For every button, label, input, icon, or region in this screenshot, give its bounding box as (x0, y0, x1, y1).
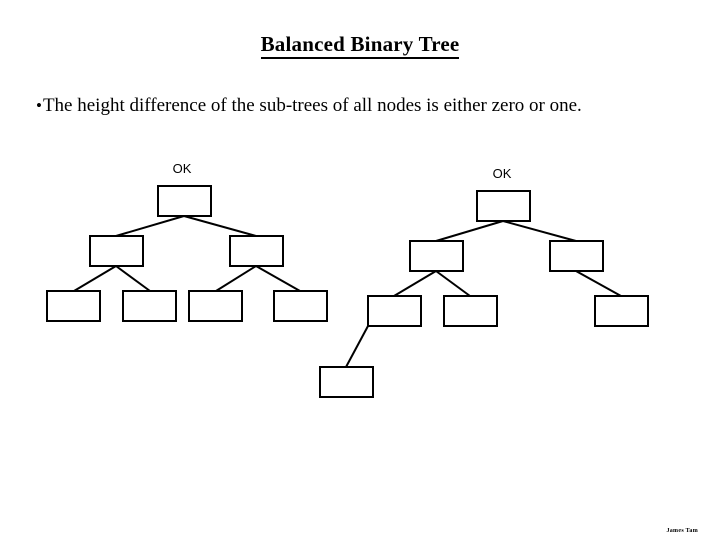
tree-node-box (367, 295, 422, 327)
tree-edge (575, 270, 622, 297)
tree-node-box (549, 240, 604, 272)
tree-edge (345, 325, 369, 368)
tree-node-box (319, 366, 374, 398)
tree-node-box (273, 290, 328, 322)
bullet-marker-icon: • (36, 96, 42, 115)
tree-node-box (443, 295, 498, 327)
tree-edge (435, 220, 504, 242)
author-credit: James Tam (666, 528, 698, 534)
tree-nodes-layer (46, 185, 649, 398)
tree-edge (115, 265, 151, 292)
tree-edge (183, 215, 257, 237)
tree-edge (73, 265, 117, 292)
tree-node-box (157, 185, 212, 217)
tree-node-box (122, 290, 177, 322)
page-title: Balanced Binary Tree (0, 32, 720, 59)
tree-edge (393, 270, 437, 297)
list-item: • The height difference of the sub-trees… (36, 93, 684, 119)
tree-edge (215, 265, 257, 292)
status-badge: OK (493, 166, 512, 181)
tree-node-box (89, 235, 144, 267)
tree-labels-layer: OK OK (173, 161, 512, 181)
bullet-list: • The height difference of the sub-trees… (36, 93, 684, 119)
tree-node-box (594, 295, 649, 327)
tree-node-box (409, 240, 464, 272)
tree-node-box (188, 290, 243, 322)
tree-edge (115, 215, 185, 237)
tree-node-box (476, 190, 531, 222)
tree-edge (502, 220, 577, 242)
bullet-text: The height difference of the sub-trees o… (42, 95, 582, 116)
tree-edges-layer (73, 215, 622, 368)
status-badge: OK (173, 161, 192, 176)
page-title-text: Balanced Binary Tree (260, 32, 460, 59)
tree-edge (255, 265, 301, 292)
tree-node-box (46, 290, 101, 322)
tree-node-box (229, 235, 284, 267)
tree-edge (435, 270, 471, 297)
